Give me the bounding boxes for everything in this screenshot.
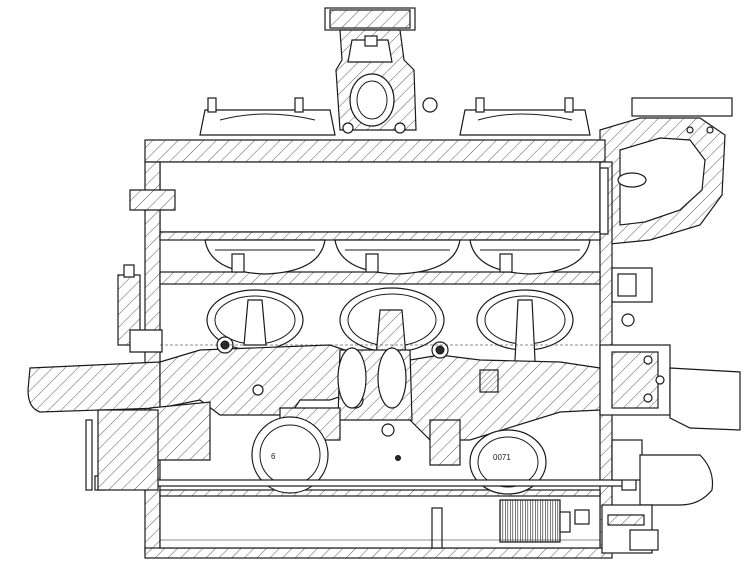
- crankcase-housing: [129, 139, 613, 559]
- exhaust-elbow: [599, 97, 733, 246]
- piston-row-upper: [204, 239, 591, 275]
- valve-cover-left: [199, 97, 336, 136]
- intake-manifold: [324, 7, 438, 134]
- detail-lines: [160, 283, 600, 549]
- part-mark-left: 6: [271, 452, 276, 461]
- right-accessories: [601, 267, 714, 554]
- lower-gears: 6 0071: [251, 416, 547, 495]
- oil-pump: [499, 499, 590, 543]
- left-accessories: [85, 264, 163, 491]
- balance-shaft: [94, 475, 637, 491]
- part-mark-right: 0071: [493, 453, 511, 462]
- valve-cover-right: [459, 97, 591, 136]
